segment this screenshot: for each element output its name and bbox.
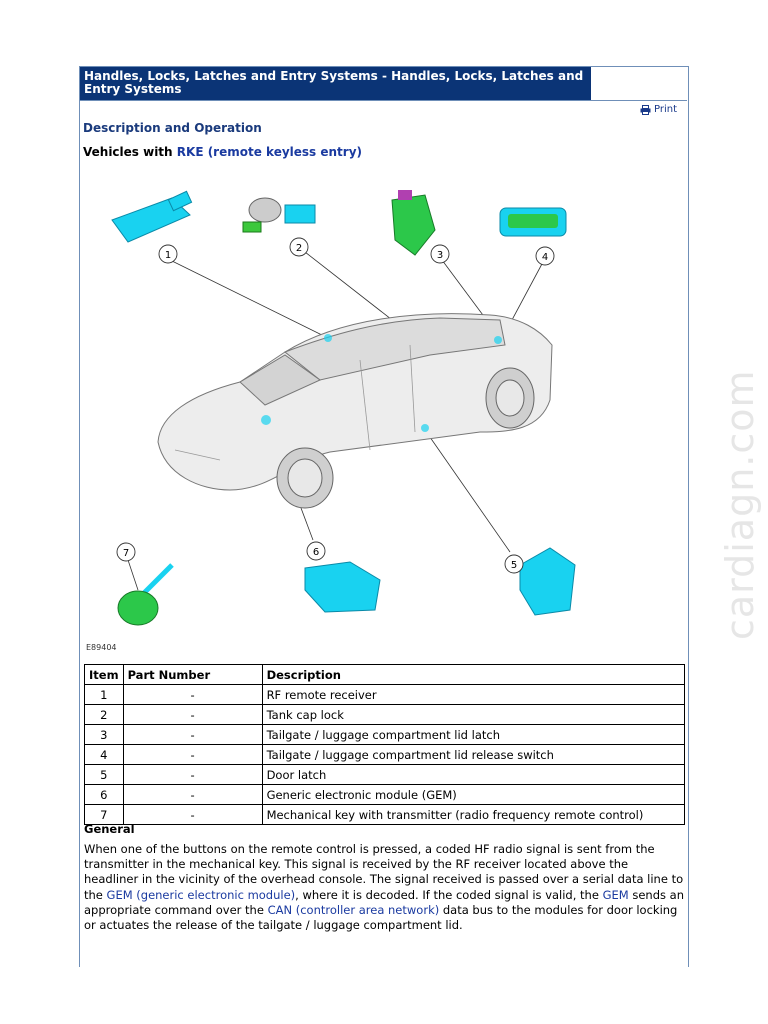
- watermark: cardiagn.com: [718, 369, 762, 640]
- description-cell: Tank cap lock: [261, 704, 686, 725]
- part-number-cell: -: [122, 724, 263, 745]
- tailgate-switch-part: [499, 207, 567, 237]
- item-cell: 5: [84, 764, 124, 785]
- figure-code: E89404: [86, 643, 117, 652]
- part-number-cell: -: [122, 764, 263, 785]
- table-row: 4 - Tailgate / luggage compartment lid r…: [84, 744, 686, 765]
- general-text-3: sends an appropriate command over the: [84, 887, 684, 917]
- general-paragraph: When one of the buttons on the remote co…: [84, 842, 684, 933]
- description-cell: Mechanical key with transmitter (radio f…: [261, 804, 686, 825]
- body-parts-highlight: [261, 334, 502, 432]
- callout-circles: [116, 237, 555, 574]
- callout-5: 5: [511, 560, 517, 571]
- item-cell: 3: [84, 724, 124, 745]
- content-frame: [79, 66, 689, 967]
- door-latch-part: [519, 547, 576, 616]
- table-row: 1 - RF remote receiver: [84, 684, 686, 705]
- vehicle-illustration: 1 2 3 4 5 6 7: [80, 170, 687, 660]
- parts-table: Item Part Number Description 1 - RF remo…: [84, 664, 686, 825]
- subheading-prefix: Vehicles with: [83, 145, 177, 159]
- description-cell: Tailgate / luggage compartment lid relea…: [261, 744, 686, 765]
- description-cell: Generic electronic module (GEM): [261, 784, 686, 805]
- general-text-2: , where it is decoded. If the coded sign…: [295, 887, 603, 902]
- table-row: 2 - Tank cap lock: [84, 704, 686, 725]
- header-item: Item: [84, 664, 124, 685]
- general-text-1: When one of the buttons on the remote co…: [84, 842, 684, 902]
- item-cell: 2: [84, 704, 124, 725]
- tank-cap-lock-part: [242, 197, 316, 233]
- part-number-cell: -: [122, 784, 263, 805]
- gem-module-part: [304, 561, 381, 613]
- callout-6: 6: [313, 547, 319, 558]
- callout-7: 7: [123, 548, 129, 559]
- general-heading: General: [84, 822, 135, 836]
- page-title: Handles, Locks, Latches and Entry System…: [80, 67, 591, 100]
- print-button[interactable]: Print: [640, 104, 677, 115]
- callout-2: 2: [296, 243, 302, 254]
- rke-link[interactable]: RKE (remote keyless entry): [176, 145, 363, 159]
- description-cell: Door latch: [261, 764, 686, 785]
- callout-1: 1: [165, 250, 171, 261]
- print-label: Print: [654, 104, 678, 115]
- table-row: 5 - Door latch: [84, 764, 686, 785]
- gem-link[interactable]: GEM: [602, 887, 629, 902]
- callout-4: 4: [542, 252, 548, 263]
- can-link[interactable]: CAN (controller area network): [267, 902, 440, 917]
- printer-icon: [640, 104, 651, 115]
- tailgate-latch-part: [391, 190, 436, 256]
- item-cell: 4: [84, 744, 124, 765]
- table-header-row: Item Part Number Description: [84, 664, 686, 685]
- section-title: Description and Operation: [83, 121, 262, 135]
- description-cell: RF remote receiver: [261, 684, 686, 705]
- part-number-cell: -: [122, 804, 263, 825]
- header-part-number: Part Number: [122, 664, 263, 685]
- part-number-cell: -: [122, 704, 263, 725]
- car-body: [157, 313, 553, 491]
- description-cell: Tailgate / luggage compartment lid latch: [261, 724, 686, 745]
- callout-3: 3: [437, 250, 443, 261]
- general-text-4: data bus to the modules for door locking…: [84, 902, 678, 933]
- item-cell: 1: [84, 684, 124, 705]
- gem-full-link[interactable]: GEM (generic electronic module): [106, 887, 296, 902]
- header-description: Description: [261, 664, 686, 685]
- part-number-cell: -: [122, 744, 263, 765]
- item-cell: 6: [84, 784, 124, 805]
- rf-receiver-part: [111, 190, 193, 243]
- title-bar-spacer: [591, 67, 687, 101]
- table-row: 6 - Generic electronic module (GEM): [84, 784, 686, 805]
- subheading: Vehicles with RKE (remote keyless entry): [83, 145, 362, 159]
- table-row: 3 - Tailgate / luggage compartment lid l…: [84, 724, 686, 745]
- part-number-cell: -: [122, 684, 263, 705]
- key-transmitter-part: [117, 563, 174, 626]
- wheels: [276, 367, 535, 509]
- table-row: 7 - Mechanical key with transmitter (rad…: [84, 804, 686, 825]
- title-divider: [80, 100, 687, 101]
